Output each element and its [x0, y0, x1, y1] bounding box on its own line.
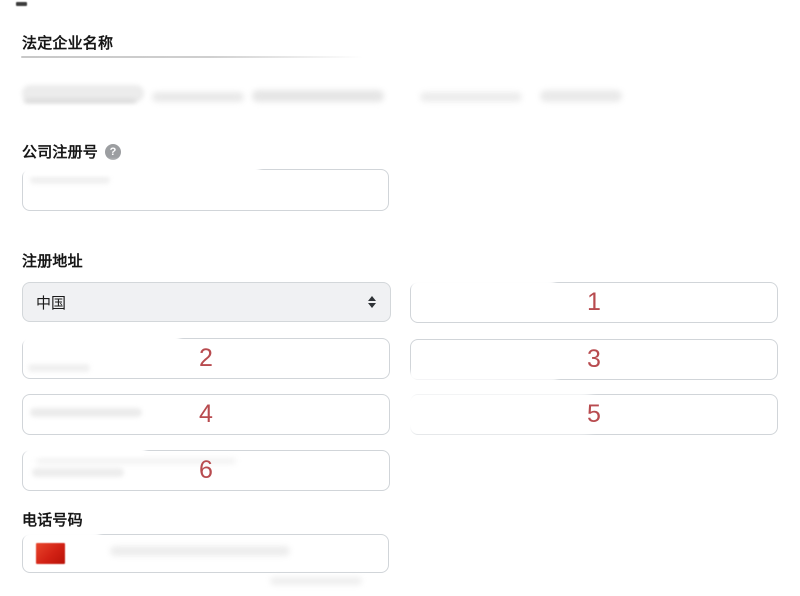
help-icon[interactable]: ? — [105, 143, 122, 160]
china-flag-icon — [36, 543, 65, 564]
redaction-smudge — [22, 85, 144, 102]
address-input-3[interactable]: 3 — [410, 339, 778, 380]
redaction-smudge — [252, 90, 384, 102]
address-input-5[interactable]: 5 — [410, 394, 778, 435]
select-stepper-icon — [367, 295, 377, 309]
phone-input[interactable] — [22, 534, 389, 573]
registration-number-label-row: 公司注册号 ? — [22, 141, 122, 162]
redaction-smudge — [152, 92, 244, 102]
phone-label: 电话号码 — [22, 512, 83, 529]
registered-address-label: 注册地址 — [22, 253, 83, 270]
address-input-6[interactable]: 6 — [22, 450, 390, 491]
annotation-number: 6 — [199, 456, 213, 484]
redaction-smudge — [24, 99, 136, 103]
legal-name-label: 法定企业名称 — [22, 35, 114, 52]
redaction-smudge — [270, 577, 362, 585]
annotation-number: 5 — [587, 400, 601, 428]
address-input-4[interactable]: 4 — [22, 394, 390, 435]
annotation-number: 1 — [587, 288, 601, 316]
legal-name-field-edge — [21, 56, 363, 58]
address-input-2[interactable]: 2 — [22, 338, 390, 379]
annotation-number: 3 — [587, 345, 601, 373]
address-input-1[interactable]: 1 — [410, 282, 778, 323]
country-select[interactable]: 中国 — [22, 282, 391, 322]
crop-artifact — [16, 2, 27, 6]
registration-number-input[interactable] — [22, 169, 389, 211]
country-select-value: 中国 — [36, 294, 67, 312]
redaction-smudge — [420, 92, 522, 102]
annotation-number: 4 — [199, 400, 213, 428]
registration-number-label: 公司注册号 — [22, 144, 99, 161]
annotation-number: 2 — [199, 344, 213, 372]
redaction-smudge — [540, 90, 622, 102]
